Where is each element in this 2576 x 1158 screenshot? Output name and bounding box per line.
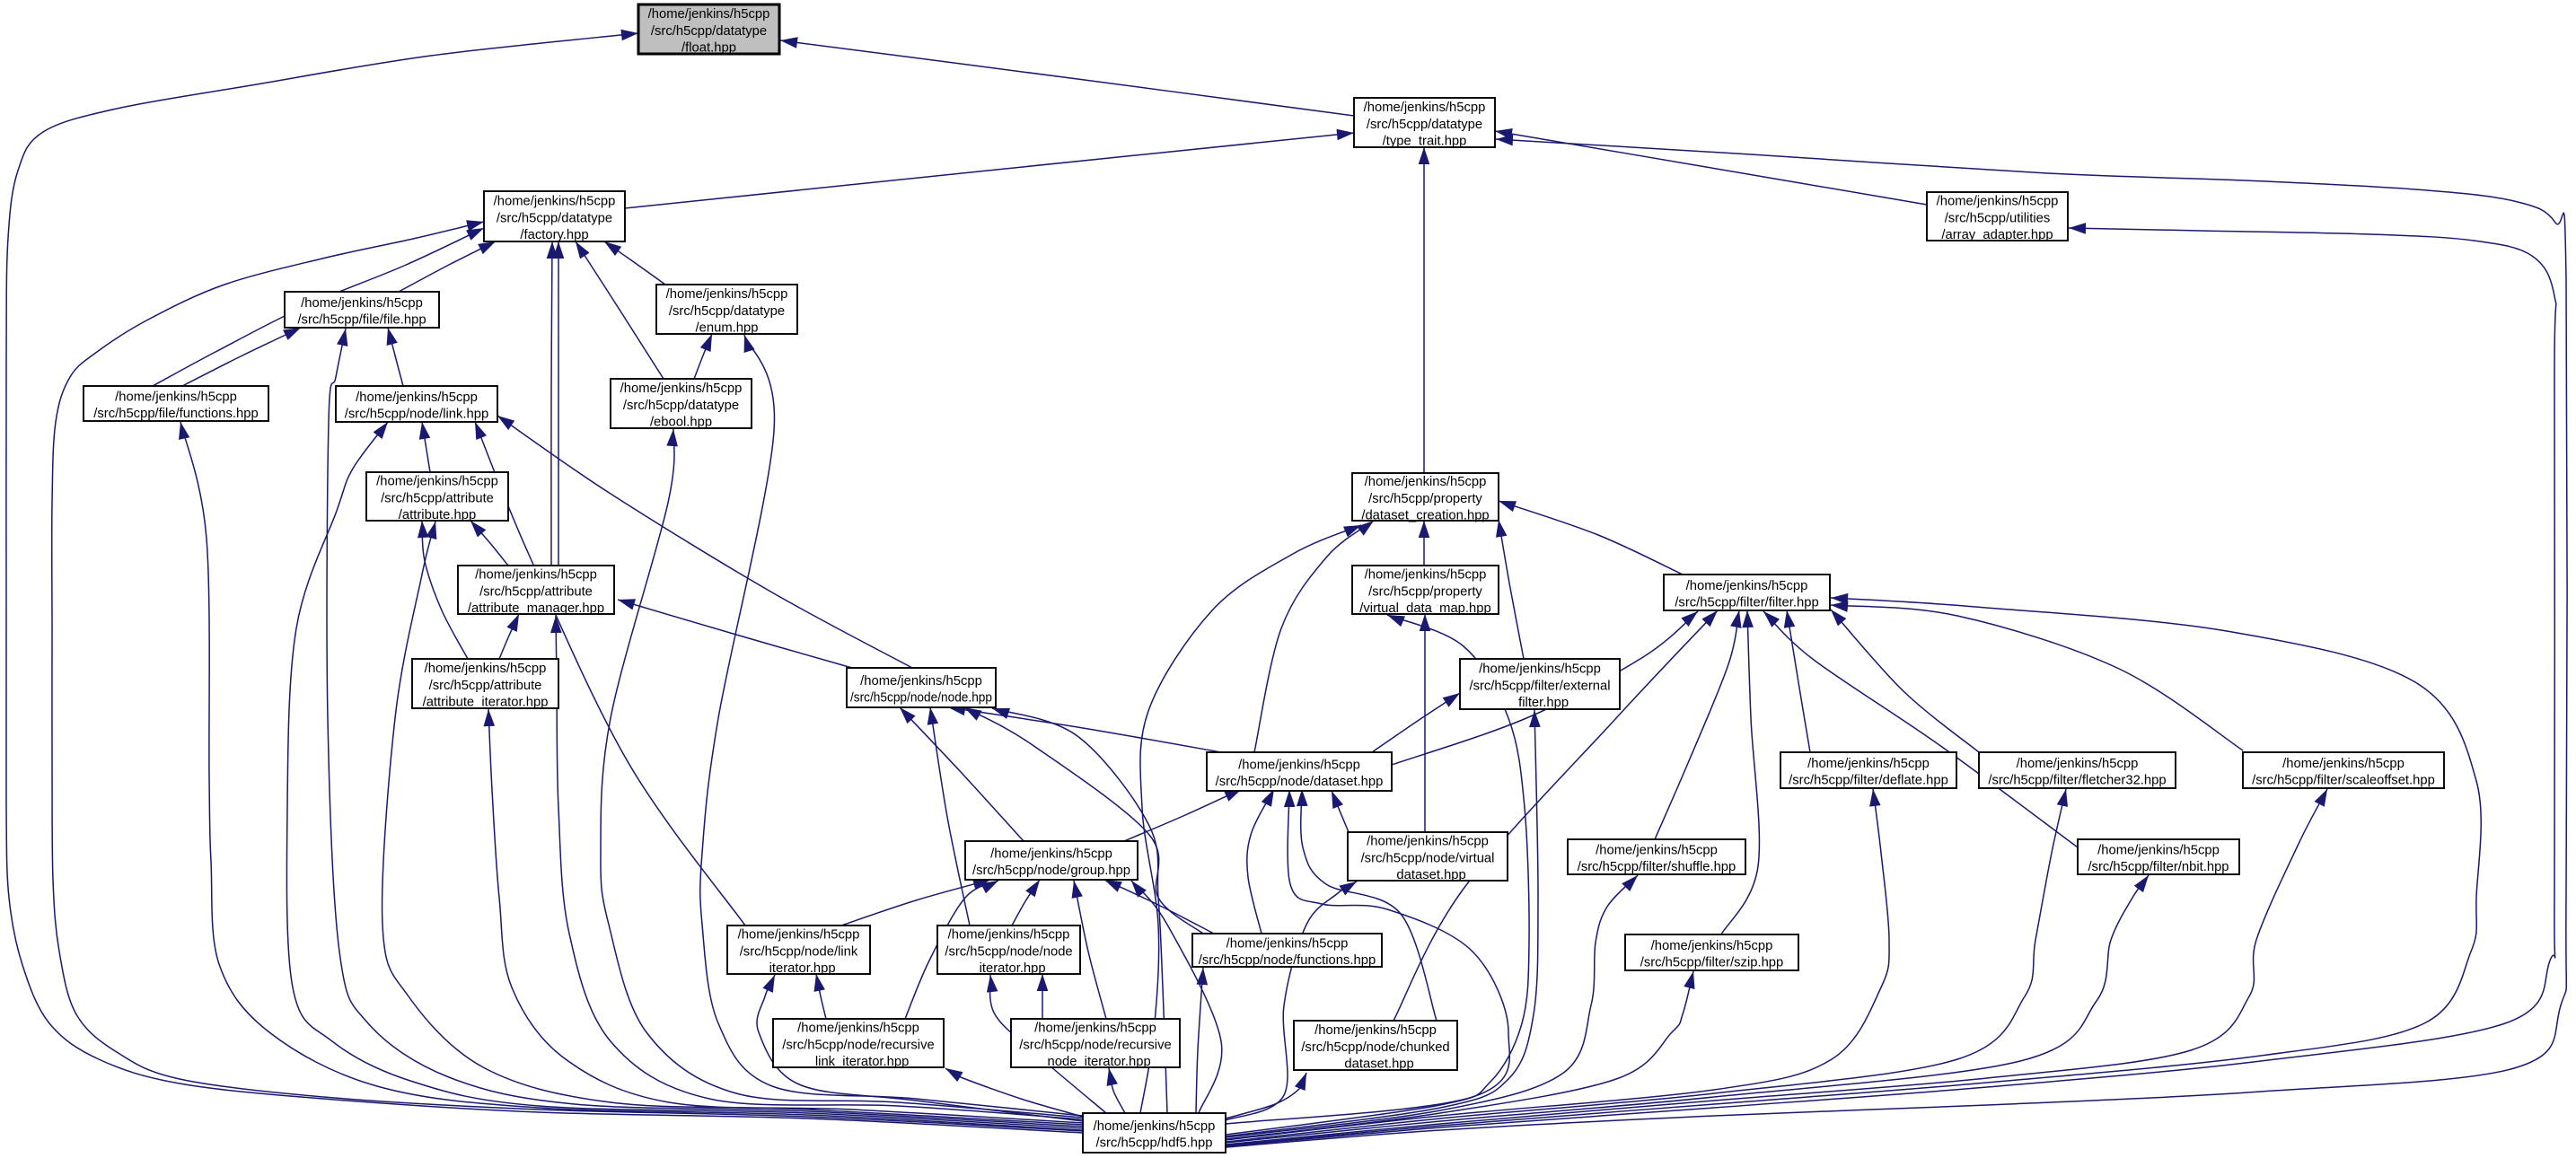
svg-text:/src/h5cpp/datatype: /src/h5cpp/datatype <box>497 211 612 225</box>
svg-text:/src/h5cpp/datatype: /src/h5cpp/datatype <box>651 24 767 39</box>
svg-text:_node_iterator.hpp: _node_iterator.hpp <box>1039 1055 1150 1069</box>
svg-text:/home/jenkins/h5cpp: /home/jenkins/h5cpp <box>494 195 616 209</box>
svg-text:/home/jenkins/h5cpp: /home/jenkins/h5cpp <box>115 390 237 405</box>
svg-text:/home/jenkins/h5cpp: /home/jenkins/h5cpp <box>1367 835 1489 849</box>
svg-text:/home/jenkins/h5cpp: /home/jenkins/h5cpp <box>1034 1022 1156 1036</box>
svg-text:/attribute_iterator.hpp: /attribute_iterator.hpp <box>423 695 549 709</box>
svg-text:/array_adapter.hpp: /array_adapter.hpp <box>1941 228 2053 242</box>
svg-text:/home/jenkins/h5cpp: /home/jenkins/h5cpp <box>1686 579 1808 593</box>
svg-text:/src/h5cpp/property: /src/h5cpp/property <box>1368 492 1482 506</box>
svg-text:/src/h5cpp/attribute: /src/h5cpp/attribute <box>381 491 494 505</box>
svg-text:/attribute.hpp: /attribute.hpp <box>399 508 476 522</box>
svg-text:/home/jenkins/h5cpp: /home/jenkins/h5cpp <box>1365 475 1487 489</box>
svg-text:/src/h5cpp/filter/external: /src/h5cpp/filter/external <box>1469 679 1610 693</box>
svg-text:/home/jenkins/h5cpp: /home/jenkins/h5cpp <box>425 662 547 676</box>
svg-text:/src/h5cpp/attribute: /src/h5cpp/attribute <box>429 679 542 693</box>
svg-text:/factory.hpp: /factory.hpp <box>520 228 588 242</box>
svg-text:/src/h5cpp/datatype: /src/h5cpp/datatype <box>623 399 739 413</box>
svg-text:/home/jenkins/h5cpp: /home/jenkins/h5cpp <box>948 928 1070 943</box>
svg-text:/home/jenkins/h5cpp: /home/jenkins/h5cpp <box>1314 1023 1437 1038</box>
svg-text:/src/h5cpp/utilities: /src/h5cpp/utilities <box>1945 211 2051 225</box>
svg-text:/home/jenkins/h5cpp: /home/jenkins/h5cpp <box>860 674 982 689</box>
svg-text:_filter.hpp: _filter.hpp <box>1510 696 1569 710</box>
svg-text:/home/jenkins/h5cpp: /home/jenkins/h5cpp <box>2017 757 2139 771</box>
svg-text:/src/h5cpp/filter/szip.hpp: /src/h5cpp/filter/szip.hpp <box>1640 956 1784 970</box>
svg-text:_dataset.hpp: _dataset.hpp <box>1336 1057 1414 1071</box>
svg-text:/home/jenkins/h5cpp: /home/jenkins/h5cpp <box>1807 757 1930 771</box>
svg-text:/src/h5cpp/node/chunked: /src/h5cpp/node/chunked <box>1301 1040 1449 1055</box>
svg-text:/float.hpp: /float.hpp <box>681 40 736 55</box>
svg-text:_iterator.hpp: _iterator.hpp <box>760 961 835 976</box>
svg-text:/home/jenkins/h5cpp: /home/jenkins/h5cpp <box>1937 195 2059 209</box>
svg-text:/src/h5cpp/filter/fletcher32.h: /src/h5cpp/filter/fletcher32.hpp <box>1988 774 2166 788</box>
svg-text:/src/h5cpp/node/recursive: /src/h5cpp/node/recursive <box>1019 1038 1171 1052</box>
svg-text:/src/h5cpp/node/group.hpp: /src/h5cpp/node/group.hpp <box>972 864 1130 878</box>
svg-text:/src/h5cpp/hdf5.hpp: /src/h5cpp/hdf5.hpp <box>1096 1136 1213 1151</box>
svg-text:/home/jenkins/h5cpp: /home/jenkins/h5cpp <box>620 382 743 396</box>
svg-text:/ebool.hpp: /ebool.hpp <box>650 415 712 429</box>
svg-text:/attribute_manager.hpp: /attribute_manager.hpp <box>468 601 604 616</box>
svg-text:/home/jenkins/h5cpp: /home/jenkins/h5cpp <box>475 568 597 583</box>
svg-text:/src/h5cpp/filter/deflate.hpp: /src/h5cpp/filter/deflate.hpp <box>1789 774 1948 788</box>
svg-text:/home/jenkins/h5cpp: /home/jenkins/h5cpp <box>666 287 788 302</box>
svg-text:/home/jenkins/h5cpp: /home/jenkins/h5cpp <box>2282 757 2405 771</box>
svg-text:/home/jenkins/h5cpp: /home/jenkins/h5cpp <box>797 1022 919 1036</box>
svg-text:/src/h5cpp/filter/scaleoffset.: /src/h5cpp/filter/scaleoffset.hpp <box>2252 774 2435 788</box>
svg-text:/src/h5cpp/node/recursive: /src/h5cpp/node/recursive <box>782 1038 934 1052</box>
svg-text:/src/h5cpp/filter/shuffle.hpp: /src/h5cpp/filter/shuffle.hpp <box>1578 860 1736 874</box>
svg-text:/type_trait.hpp: /type_trait.hpp <box>1383 134 1467 148</box>
svg-text:/src/h5cpp/node/functions.hpp: /src/h5cpp/node/functions.hpp <box>1199 953 1376 968</box>
svg-text:/home/jenkins/h5cpp: /home/jenkins/h5cpp <box>1364 101 1486 115</box>
svg-text:/home/jenkins/h5cpp: /home/jenkins/h5cpp <box>1238 759 1360 773</box>
svg-text:/home/jenkins/h5cpp: /home/jenkins/h5cpp <box>376 475 498 489</box>
svg-text:/dataset_creation.hpp: /dataset_creation.hpp <box>1361 508 1489 522</box>
svg-text:/src/h5cpp/node/virtual: /src/h5cpp/node/virtual <box>1361 851 1495 865</box>
svg-text:/src/h5cpp/filter/nbit.hpp: /src/h5cpp/filter/nbit.hpp <box>2088 860 2229 874</box>
svg-text:/src/h5cpp/node/link: /src/h5cpp/node/link <box>740 944 858 959</box>
svg-text:/src/h5cpp/attribute: /src/h5cpp/attribute <box>479 584 593 599</box>
svg-text:/src/h5cpp/node/node: /src/h5cpp/node/node <box>945 944 1072 959</box>
svg-text:/src/h5cpp/node/link.hpp: /src/h5cpp/node/link.hpp <box>345 408 488 422</box>
svg-text:/home/jenkins/h5cpp: /home/jenkins/h5cpp <box>301 296 423 311</box>
svg-text:/home/jenkins/h5cpp: /home/jenkins/h5cpp <box>356 390 478 405</box>
svg-text:/home/jenkins/h5cpp: /home/jenkins/h5cpp <box>2097 844 2220 858</box>
svg-text:_dataset.hpp: _dataset.hpp <box>1388 868 1466 882</box>
svg-text:/src/h5cpp/property: /src/h5cpp/property <box>1368 584 1482 599</box>
svg-text:/src/h5cpp/datatype: /src/h5cpp/datatype <box>1367 118 1482 132</box>
svg-text:/virtual_data_map.hpp: /virtual_data_map.hpp <box>1359 601 1490 616</box>
svg-text:_link_iterator.hpp: _link_iterator.hpp <box>807 1055 910 1069</box>
svg-text:/home/jenkins/h5cpp: /home/jenkins/h5cpp <box>1596 844 1718 858</box>
svg-text:/home/jenkins/h5cpp: /home/jenkins/h5cpp <box>738 928 860 943</box>
svg-text:/home/jenkins/h5cpp: /home/jenkins/h5cpp <box>1479 662 1601 677</box>
svg-text:/src/h5cpp/node/node.hpp: /src/h5cpp/node/node.hpp <box>850 691 992 706</box>
svg-text:/enum.hpp: /enum.hpp <box>696 320 759 335</box>
svg-text:/src/h5cpp/file/file.hpp: /src/h5cpp/file/file.hpp <box>297 313 426 328</box>
svg-text:/home/jenkins/h5cpp: /home/jenkins/h5cpp <box>1365 568 1487 583</box>
svg-text:/src/h5cpp/datatype: /src/h5cpp/datatype <box>669 304 785 319</box>
svg-text:/src/h5cpp/filter/filter.hpp: /src/h5cpp/filter/filter.hpp <box>1675 596 1818 610</box>
svg-text:/home/jenkins/h5cpp: /home/jenkins/h5cpp <box>1094 1119 1216 1134</box>
svg-text:/home/jenkins/h5cpp: /home/jenkins/h5cpp <box>990 847 1112 862</box>
svg-text:/src/h5cpp/file/functions.hpp: /src/h5cpp/file/functions.hpp <box>93 407 258 421</box>
svg-text:_iterator.hpp: _iterator.hpp <box>971 961 1045 976</box>
svg-text:/src/h5cpp/node/dataset.hpp: /src/h5cpp/node/dataset.hpp <box>1216 775 1384 789</box>
svg-text:/home/jenkins/h5cpp: /home/jenkins/h5cpp <box>1226 937 1349 952</box>
svg-text:/home/jenkins/h5cpp: /home/jenkins/h5cpp <box>648 7 770 22</box>
svg-text:/home/jenkins/h5cpp: /home/jenkins/h5cpp <box>1651 939 1773 953</box>
